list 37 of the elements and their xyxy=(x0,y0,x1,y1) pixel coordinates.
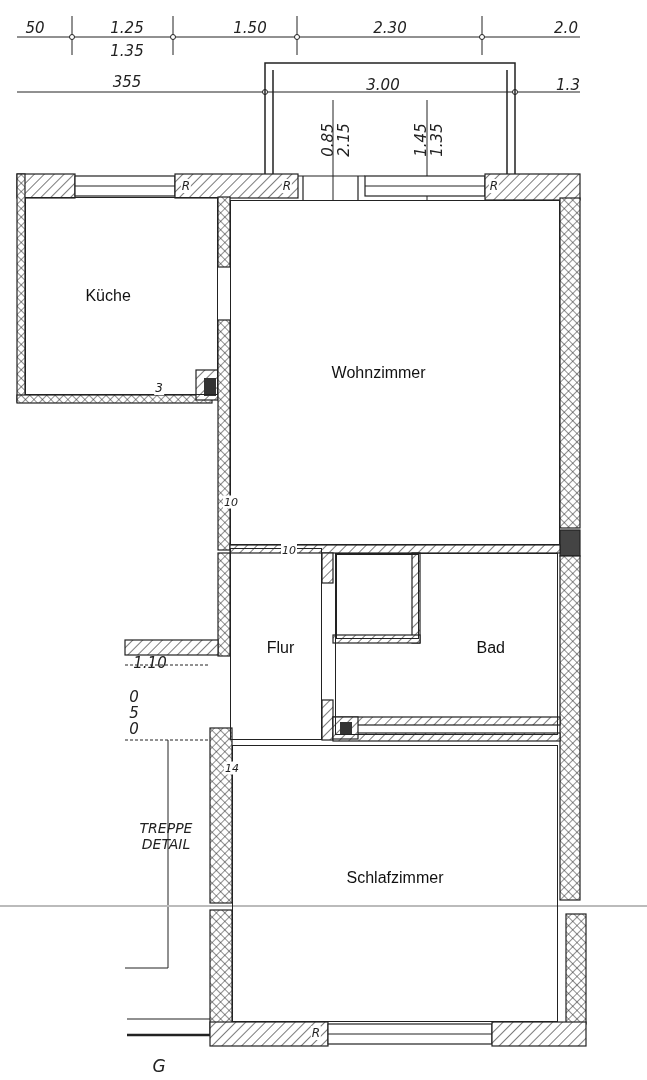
wall-mark: 10 xyxy=(223,495,239,509)
grid-letter: G xyxy=(152,1057,166,1075)
room-label: Flur xyxy=(266,638,295,657)
wall-mark: R xyxy=(488,179,500,193)
wall-mark: 3 xyxy=(154,381,164,395)
wall-mark: 10 xyxy=(281,543,297,557)
dimension-text: 1.35 xyxy=(110,43,144,59)
wall-mark: R xyxy=(180,179,192,193)
dimension-text: 0 xyxy=(129,721,139,737)
dimension-text: 1.45 xyxy=(413,123,429,157)
room-outline xyxy=(25,197,218,395)
dimension-text: 1.35 xyxy=(429,123,445,157)
wall-mark: R xyxy=(281,179,293,193)
dimension-text: 1.3 xyxy=(556,77,580,93)
room-label: Schlafzimmer xyxy=(346,869,444,887)
dimension-text: 355 xyxy=(112,74,142,90)
dimension-text: 3.00 xyxy=(366,77,400,93)
stair-note: DETAIL xyxy=(141,837,191,851)
dimension-text: 2.0 xyxy=(554,20,578,36)
dimension-text: 2.30 xyxy=(373,20,407,36)
dimension-text: 1.25 xyxy=(110,20,144,36)
dimension-text: 5 xyxy=(129,705,139,721)
dimension-text: 0 xyxy=(129,689,139,705)
room-outline xyxy=(230,548,322,740)
room-outline xyxy=(335,553,558,735)
wall-mark: R xyxy=(310,1026,322,1040)
room-label: Küche xyxy=(85,287,131,305)
stair-note: TREPPE xyxy=(139,821,193,835)
dimension-text: 50 xyxy=(25,20,45,36)
dimension-text: 1.10 xyxy=(133,655,167,671)
dimension-text: 0.85 xyxy=(320,123,336,157)
dimension-text: 1.50 xyxy=(233,20,267,36)
wall-mark: 14 xyxy=(224,761,240,775)
dimension-text: 2.15 xyxy=(336,123,352,157)
room-label: Wohnzimmer xyxy=(331,363,426,382)
room-label: Bad xyxy=(476,638,505,657)
closet-box xyxy=(336,554,419,639)
